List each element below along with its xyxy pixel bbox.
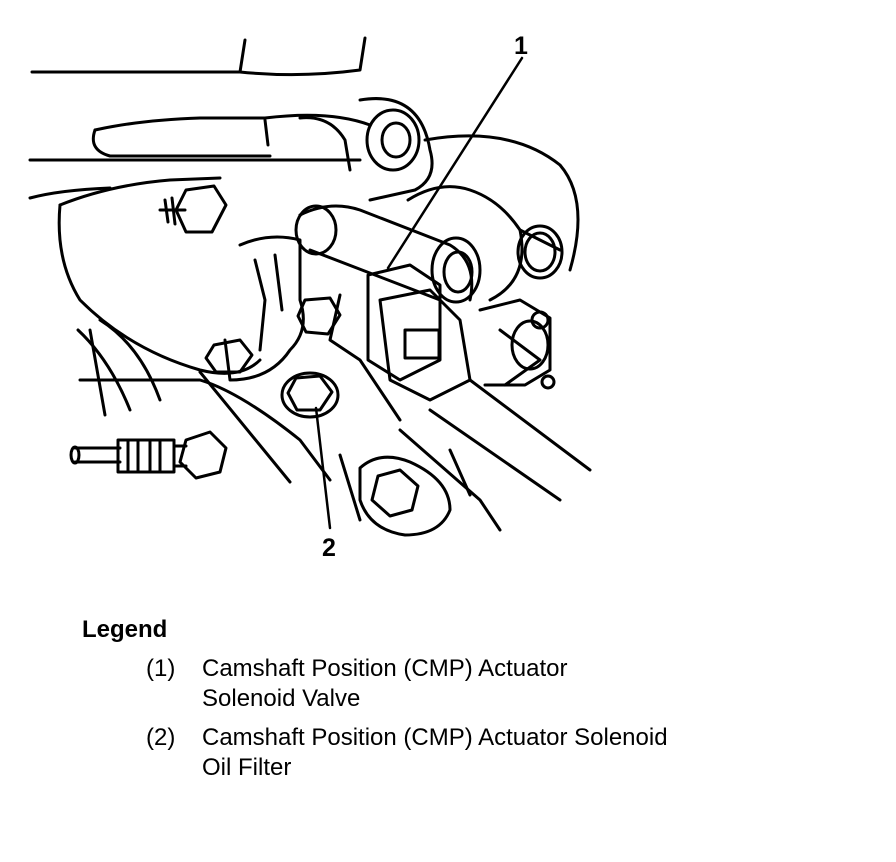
legend-item-line: Camshaft Position (CMP) Actuator xyxy=(202,655,568,682)
bolt-left xyxy=(204,338,254,374)
oil-filter-plug xyxy=(280,371,340,419)
callout-leaders xyxy=(314,56,524,530)
legend-item-2: (2) Camshaft Position (CMP) Actuator Sol… xyxy=(146,723,862,783)
legend: Legend (1) Camshaft Position (CMP) Actua… xyxy=(82,616,862,792)
hose-end xyxy=(516,224,564,280)
legend-item-description: Camshaft Position (CMP) Actuator Solenoi… xyxy=(202,723,862,783)
legend-item-description: Camshaft Position (CMP) Actuator Solenoi… xyxy=(202,654,862,714)
lower-housing xyxy=(338,378,592,532)
legend-item-number: (2) xyxy=(146,724,176,751)
electrical-connector xyxy=(366,263,556,402)
wiring-harness xyxy=(69,430,228,480)
legend-item-line: Camshaft Position (CMP) Actuator Solenoi… xyxy=(202,724,668,751)
boss-fitting xyxy=(365,108,421,172)
legend-item-line: Solenoid Valve xyxy=(202,685,361,712)
engine-illustration: 1 2 xyxy=(28,32,592,562)
legend-item-1: (1) Camshaft Position (CMP) Actuator Sol… xyxy=(146,654,862,714)
engine-block-outline xyxy=(28,36,580,302)
mounting-bracket xyxy=(223,235,305,382)
callout-label-2: 2 xyxy=(322,534,336,562)
bolt-lower-right xyxy=(358,455,452,537)
bolt-upper-left xyxy=(158,184,228,234)
front-cover xyxy=(57,176,332,484)
bolt-center xyxy=(296,296,342,336)
solenoid-body xyxy=(294,204,482,422)
legend-item-line: Oil Filter xyxy=(202,754,292,781)
callout-label-1: 1 xyxy=(514,32,528,60)
legend-item-number: (1) xyxy=(146,655,176,682)
legend-title: Legend xyxy=(82,616,168,643)
